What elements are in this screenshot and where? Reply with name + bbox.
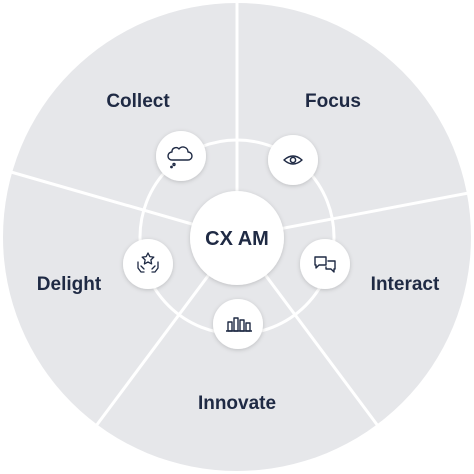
segment-label-collect: Collect <box>106 91 170 112</box>
node-focus <box>268 135 318 185</box>
center-hub: CX AM <box>190 191 284 285</box>
node-innovate <box>213 299 263 349</box>
center-label: CX AM <box>205 228 269 250</box>
center-circle <box>190 191 284 285</box>
node-delight-circle <box>123 239 173 289</box>
bar-chart-icon <box>226 317 252 332</box>
segment-dividers <box>3 0 474 431</box>
chat-bubbles-icon <box>314 256 336 273</box>
segment-label-focus: Focus <box>305 91 361 112</box>
node-focus-circle <box>268 135 318 185</box>
node-interact-circle <box>300 239 350 289</box>
eye-icon <box>283 155 303 165</box>
node-collect <box>156 131 206 181</box>
segment-label-interact: Interact <box>371 274 440 295</box>
node-delight <box>123 239 173 289</box>
cloud-icon <box>167 146 193 169</box>
node-interact <box>300 239 350 289</box>
segment-label-innovate: Innovate <box>198 393 276 414</box>
segment-label-delight: Delight <box>37 274 102 295</box>
node-collect-circle <box>156 131 206 181</box>
hands-star-icon <box>137 252 159 273</box>
